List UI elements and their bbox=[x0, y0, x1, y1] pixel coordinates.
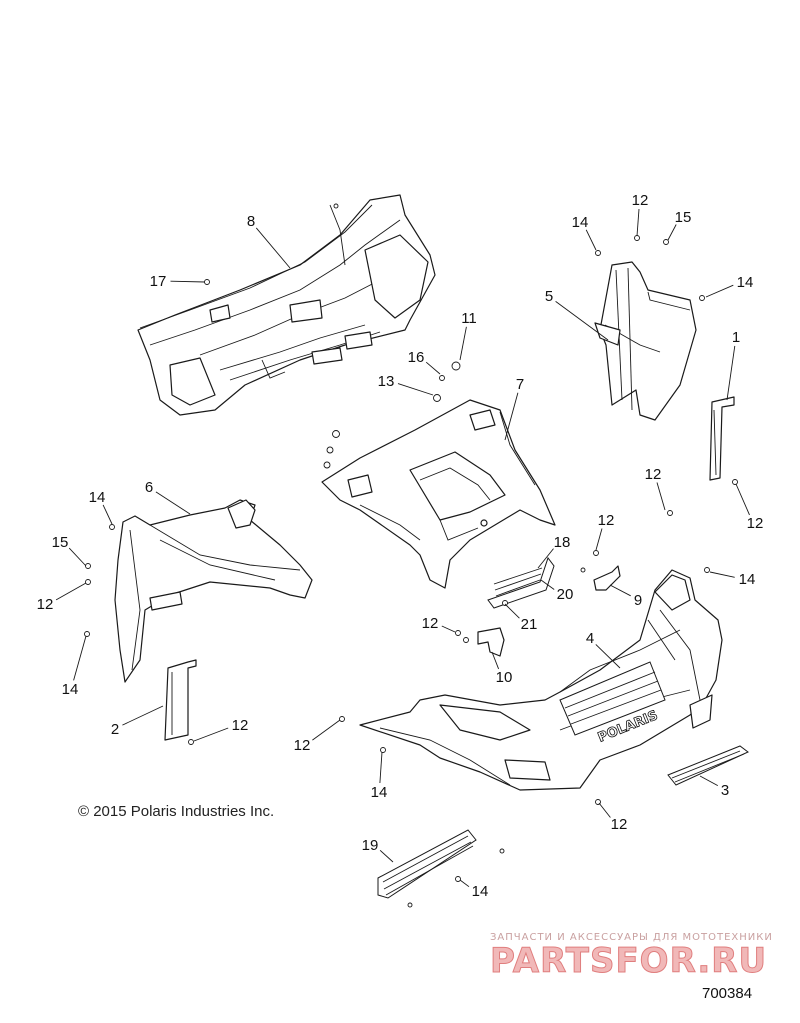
part-7-hood bbox=[321, 399, 556, 589]
callout-leader-12 bbox=[55, 582, 87, 601]
callout-leader-18 bbox=[537, 548, 554, 569]
callout-leader-13 bbox=[397, 383, 434, 396]
callout-leader-15 bbox=[68, 547, 87, 567]
document-number: 700384 bbox=[702, 985, 752, 1002]
callout-leader-10 bbox=[491, 651, 500, 670]
callout-leader-2 bbox=[122, 705, 164, 726]
callout-label-21: 21 bbox=[521, 616, 538, 633]
callout-leader-12 bbox=[595, 528, 603, 551]
callout-leader-12 bbox=[193, 727, 229, 742]
callout-label-2: 2 bbox=[111, 721, 119, 738]
part-1-bracket bbox=[709, 396, 735, 481]
callout-label-19: 19 bbox=[362, 837, 379, 854]
callout-label-16: 16 bbox=[408, 349, 425, 366]
callout-leader-21 bbox=[504, 603, 520, 619]
callout-leader-14 bbox=[73, 635, 87, 681]
part-5-right-rear-fender bbox=[594, 261, 697, 421]
callout-label-11: 11 bbox=[461, 310, 477, 327]
callout-leader-14 bbox=[459, 879, 470, 888]
callout-label-12: 12 bbox=[598, 512, 615, 529]
callout-leader-12 bbox=[735, 483, 750, 516]
callout-leader-5 bbox=[555, 301, 609, 341]
part-9-bracket bbox=[593, 565, 621, 591]
callout-leader-16 bbox=[425, 361, 441, 375]
callout-leader-12 bbox=[312, 719, 341, 741]
part-2-bracket bbox=[164, 659, 197, 741]
callout-label-12: 12 bbox=[747, 515, 764, 532]
callout-label-15: 15 bbox=[52, 534, 69, 551]
callout-label-14: 14 bbox=[371, 784, 388, 801]
callout-label-12: 12 bbox=[232, 717, 249, 734]
callout-label-13: 13 bbox=[378, 373, 395, 390]
callout-label-12: 12 bbox=[645, 466, 662, 483]
watermark-tagline: ЗАПЧАСТИ И АКСЕССУАРЫ ДЛЯ МОТОТЕХНИКИ bbox=[490, 932, 773, 943]
part-18-grille bbox=[487, 556, 555, 609]
part-8-front-cab-panel bbox=[137, 194, 436, 416]
callout-leader-14 bbox=[102, 504, 113, 525]
callout-label-14: 14 bbox=[62, 681, 79, 698]
callout-label-14: 14 bbox=[89, 489, 106, 506]
callout-label-12: 12 bbox=[294, 737, 311, 754]
callout-leader-8 bbox=[255, 227, 291, 269]
callout-label-3: 3 bbox=[721, 782, 729, 799]
callout-leader-19 bbox=[379, 849, 394, 863]
callout-label-14: 14 bbox=[737, 274, 754, 291]
callout-leader-7 bbox=[504, 392, 519, 441]
callout-leaders bbox=[55, 208, 750, 888]
callout-label-12: 12 bbox=[37, 596, 54, 613]
callout-leader-12 bbox=[636, 208, 640, 237]
callout-label-7: 7 bbox=[516, 376, 524, 393]
callout-label-20: 20 bbox=[557, 586, 574, 603]
callout-leader-11 bbox=[459, 326, 467, 361]
callout-leader-6 bbox=[155, 491, 191, 515]
callout-leader-1 bbox=[726, 345, 736, 401]
callout-label-12: 12 bbox=[632, 192, 649, 209]
callout-leader-9 bbox=[609, 584, 631, 597]
callout-leader-12 bbox=[441, 625, 456, 633]
part-3-grille bbox=[667, 745, 749, 786]
callout-label-14: 14 bbox=[472, 883, 489, 900]
callout-leader-4 bbox=[595, 644, 621, 669]
copyright-text: © 2015 Polaris Industries Inc. bbox=[78, 803, 274, 820]
callout-label-1: 1 bbox=[732, 329, 740, 346]
callout-leader-17 bbox=[170, 280, 206, 283]
fasteners bbox=[84, 203, 738, 908]
callout-leader-14 bbox=[709, 571, 735, 578]
callout-leader-14 bbox=[705, 284, 734, 298]
callout-leader-20 bbox=[540, 579, 555, 590]
part-10-bracket bbox=[477, 627, 505, 657]
callout-label-14: 14 bbox=[572, 214, 589, 231]
watermark-brand: PARTSFOR.RU bbox=[490, 941, 767, 981]
callout-label-6: 6 bbox=[145, 479, 153, 496]
callout-label-9: 9 bbox=[634, 592, 642, 609]
callout-label-4: 4 bbox=[586, 630, 594, 647]
callout-label-15: 15 bbox=[675, 209, 692, 226]
callout-leader-12 bbox=[598, 802, 611, 818]
callout-label-14: 14 bbox=[739, 571, 756, 588]
callout-label-5: 5 bbox=[545, 288, 553, 305]
callout-label-10: 10 bbox=[496, 669, 513, 686]
callout-leader-14 bbox=[585, 229, 597, 251]
callout-leader-14 bbox=[379, 751, 383, 784]
part-19-grille bbox=[377, 829, 477, 899]
callout-label-12: 12 bbox=[611, 816, 628, 833]
callout-leader-15 bbox=[667, 224, 677, 241]
part-6-left-front-fender bbox=[114, 499, 313, 683]
callout-leader-3 bbox=[699, 775, 719, 786]
part-4-front-bumper bbox=[359, 569, 723, 791]
callout-label-12: 12 bbox=[422, 615, 439, 632]
callout-leader-12 bbox=[656, 482, 666, 511]
callout-label-8: 8 bbox=[247, 213, 255, 230]
callout-label-18: 18 bbox=[554, 534, 571, 551]
callout-label-17: 17 bbox=[150, 273, 167, 290]
